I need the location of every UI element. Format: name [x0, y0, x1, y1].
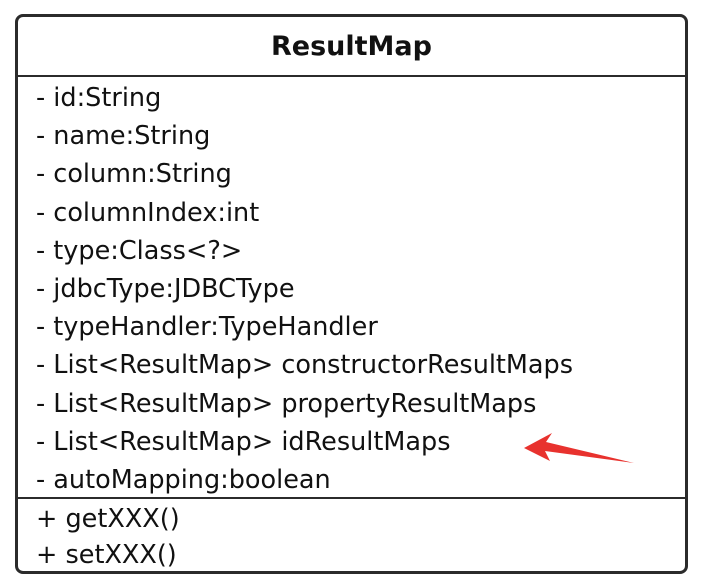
uml-class-box: ResultMap - id:String - name:String - co…	[15, 14, 688, 574]
attribute-column-index: - columnIndex:int	[36, 197, 260, 228]
name-divider	[18, 75, 685, 77]
attribute-name: - name:String	[36, 121, 211, 152]
operation-getter: + getXXX()	[36, 504, 180, 534]
operation-list: + getXXX() + setXXX()	[36, 501, 180, 571]
attribute-auto-mapping: - autoMapping:boolean	[36, 464, 331, 495]
attribute-list: - id:String - name:String - column:Strin…	[36, 79, 573, 499]
attribute-jdbc-type: - jdbcType:JDBCType	[36, 273, 295, 304]
attribute-constructor-result-maps: - List<ResultMap> constructorResultMaps	[36, 350, 574, 381]
attribute-type: - type:Class<?>	[36, 235, 243, 266]
attribute-property-result-maps: - List<ResultMap> propertyResultMaps	[36, 388, 537, 419]
operation-setter: + setXXX()	[36, 540, 177, 570]
attribute-id-result-maps: - List<ResultMap> idResultMaps	[36, 426, 451, 457]
attribute-type-handler: - typeHandler:TypeHandler	[36, 312, 378, 343]
attribute-id: - id:String	[36, 83, 162, 113]
attributes-divider	[18, 497, 685, 499]
attribute-column: - column:String	[36, 159, 232, 190]
class-name: ResultMap	[271, 31, 432, 62]
